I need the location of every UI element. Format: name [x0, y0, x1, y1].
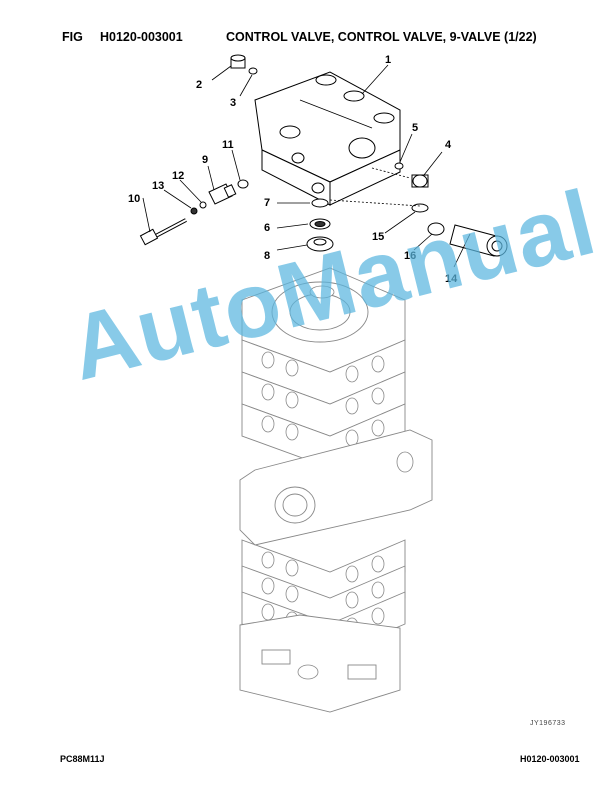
port-hole: [371, 387, 385, 405]
o-ring-3: [248, 67, 258, 75]
o-ring-15: [411, 203, 429, 213]
callout-16: 16: [404, 250, 416, 262]
port-hole: [345, 565, 359, 583]
callout-7: 7: [264, 197, 270, 209]
o-ring-16: [427, 222, 445, 236]
port-hole: [285, 359, 299, 377]
fitting-9: [208, 183, 237, 205]
o-ring-5: [394, 162, 404, 170]
callout-9: 9: [202, 154, 208, 166]
figure-title: CONTROL VALVE, CONTROL VALVE, 9-VALVE (1…: [226, 30, 537, 44]
washer-8: [306, 236, 334, 252]
port-hole: [285, 585, 299, 603]
port-hole: [261, 351, 275, 369]
callout-5: 5: [412, 122, 418, 134]
ball-13: [190, 207, 198, 215]
screw-10: [139, 218, 187, 246]
port-hole: [345, 365, 359, 383]
port-hole: [371, 419, 385, 437]
page-code: H0120-003001: [520, 754, 580, 764]
model-code: PC88M11J: [60, 754, 105, 764]
port-hole: [371, 581, 385, 599]
plug-14: [449, 224, 508, 257]
o-ring-11: [237, 179, 249, 189]
port-hole: [261, 551, 275, 569]
callout-12: 12: [172, 170, 184, 182]
callout-15: 15: [372, 231, 384, 243]
callout-1: 1: [385, 54, 391, 66]
port-hole: [285, 423, 299, 441]
callout-4: 4: [445, 139, 452, 151]
cover-block: [254, 71, 401, 206]
port-hole: [261, 577, 275, 595]
valve-stack: [239, 267, 433, 713]
o-ring-7: [311, 198, 329, 208]
port-hole: [371, 607, 385, 625]
port-hole: [371, 555, 385, 573]
plug-part-4: [411, 174, 429, 188]
plug-part: [230, 54, 246, 69]
port-hole: [345, 591, 359, 609]
seal-6: [309, 218, 331, 230]
callout-10: 10: [128, 193, 140, 205]
callout-3: 3: [230, 97, 236, 109]
port-hole: [285, 391, 299, 409]
callout-2: 2: [196, 79, 202, 91]
callout-11: 11: [222, 139, 234, 151]
drawing-code: JY196733: [530, 720, 566, 727]
fig-code: H0120-003001: [100, 30, 183, 44]
port-hole: [261, 603, 275, 621]
leader-lines: [142, 64, 471, 268]
callout-8: 8: [264, 250, 270, 262]
callout-13: 13: [152, 180, 164, 192]
callout-14: 14: [445, 273, 458, 285]
port-hole: [261, 383, 275, 401]
callout-6: 6: [264, 222, 270, 234]
port-hole: [345, 397, 359, 415]
fig-label: FIG: [62, 30, 83, 44]
port-hole: [261, 415, 275, 433]
o-ring-12: [199, 201, 207, 209]
port-hole: [285, 559, 299, 577]
port-hole: [371, 355, 385, 373]
